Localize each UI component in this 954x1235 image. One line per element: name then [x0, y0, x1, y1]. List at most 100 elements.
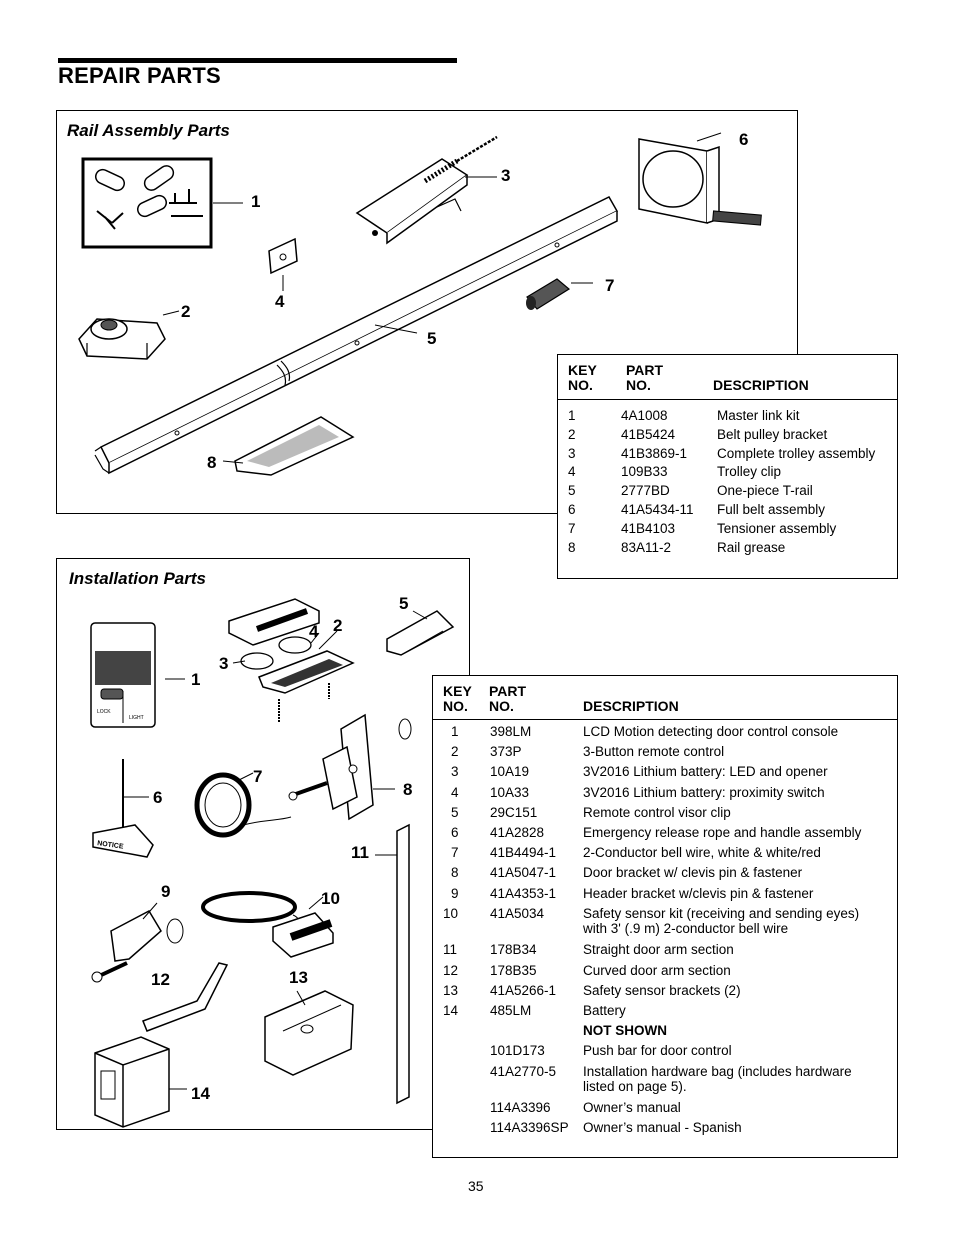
key-no-cell: 7 [568, 520, 576, 536]
description-cell: Push bar for door control [583, 1043, 732, 1059]
not-shown-label: NOT SHOWN [583, 1023, 667, 1039]
rail-callout-4: 4 [275, 292, 285, 311]
install-callout-4: 4 [309, 622, 319, 641]
part-no-cell: 114A3396 [490, 1099, 551, 1115]
rail-table-header-part: PART NO. [626, 362, 664, 393]
key-no-cell: 8 [451, 865, 459, 881]
key-no-cell: 1 [451, 724, 459, 739]
install-callout-3: 3 [219, 654, 228, 673]
key-no-cell: 14 [443, 1002, 459, 1018]
description-cell: Rail grease [717, 539, 786, 555]
description-cell: Master link kit [717, 408, 800, 423]
trolley-clip-drawing [268, 237, 298, 291]
table-row: 7 41B4494-1 2-Conductor bell wire, white &… [433, 845, 897, 865]
part-no-cell: 10A33 [490, 784, 530, 800]
install-callout-13: 13 [289, 968, 308, 987]
rail-assembly-title: Rail Assembly Parts [67, 121, 230, 140]
key-no-cell: 13 [443, 982, 459, 998]
description-cell: 3V2016 Lithium battery: proximity switch [583, 784, 825, 800]
part-no-cell: 109B33 [621, 464, 668, 480]
key-no-cell: 6 [451, 825, 459, 840]
console-lock-text: LOCK [97, 709, 111, 715]
table-row: 13 41A5266-1 Safety sensor brackets (2) [433, 983, 897, 1003]
key-no-cell: 3 [568, 445, 576, 461]
install-callout-5: 5 [399, 594, 408, 613]
key-no-cell: 8 [568, 539, 576, 555]
rail-callout-1: 1 [251, 192, 260, 211]
install-callout-9: 9 [161, 882, 170, 901]
part-no-cell: 41A5434-11 [621, 502, 694, 517]
emergency-release-rope-drawing: NOTICE [92, 759, 154, 858]
page-title: REPAIR PARTS [58, 63, 221, 88]
install-callout-1: 1 [191, 670, 200, 689]
key-no-cell: 1 [568, 408, 576, 423]
part-no-cell: 41B3869-1 [621, 445, 688, 461]
part-no-cell: 41A2828 [490, 825, 545, 840]
part-no-cell: 485LM [490, 1002, 532, 1018]
install-table-header-part: PART NO. [489, 683, 527, 714]
description-cell: Door bracket w/ clevis pin & fastener [583, 865, 803, 881]
description-cell: Header bracket w/clevis pin & fastener [583, 885, 814, 901]
rail-callout-2: 2 [181, 302, 190, 321]
key-no-cell: 3 [451, 764, 459, 780]
part-no-cell: 83A11-2 [621, 539, 672, 555]
rail-grease-drawing [222, 416, 355, 476]
description-cell: Safety sensor brackets (2) [583, 982, 741, 998]
description-cell: 2-Conductor bell wire, white & white/red [583, 845, 821, 861]
description-cell-line2: with 3' (.9 m) 2-conductor bell wire [583, 920, 789, 936]
part-no-cell: 2777BD [621, 483, 670, 499]
part-no-cell: 41A4353-1 [490, 885, 557, 901]
description-cell: Trolley clip [717, 464, 782, 480]
part-no-cell: 41B5424 [621, 426, 676, 442]
part-no-cell: 41A5266-1 [490, 982, 557, 998]
key-no-cell: 10 [443, 905, 459, 921]
key-no-cell: 4 [568, 464, 576, 480]
part-no-cell: 41B4103 [621, 520, 676, 536]
description-cell: Straight door arm section [583, 942, 734, 958]
table-row: 14 485LM Battery [433, 1003, 897, 1023]
door-bracket-drawing [288, 713, 412, 821]
description-cell: Installation hardware bag (includes hard… [583, 1063, 852, 1079]
rail-callout-8: 8 [207, 453, 216, 472]
rail-callout-7: 7 [605, 276, 614, 295]
part-no-cell: 178B34 [490, 942, 537, 958]
install-callout-14: 14 [191, 1084, 210, 1103]
key-no-cell: 6 [568, 502, 576, 517]
rail-assembly-figure: 1 2 3 4 5 6 7 8 [78, 130, 762, 476]
description-cell: Tensioner assembly [717, 520, 837, 536]
rail-table-header-key: KEY NO. [568, 362, 597, 393]
full-belt-assembly-drawing [638, 132, 762, 226]
safety-sensor-brackets-drawing [264, 990, 354, 1076]
curved-door-arm-drawing [142, 962, 229, 1032]
part-no-cell: 41A5047-1 [490, 865, 557, 881]
safety-sensor-kit-drawing [201, 891, 334, 958]
description-cell: Battery [583, 1002, 626, 1018]
part-no-cell: 373P [490, 744, 522, 760]
key-no-cell: 5 [451, 804, 459, 820]
description-cell: 3V2016 Lithium battery: LED and opener [583, 764, 828, 780]
part-no-cell: 41B4494-1 [490, 845, 557, 861]
visor-clip-drawing [386, 610, 455, 656]
part-no-cell: 398LM [490, 724, 532, 739]
description-cell: Complete trolley assembly [717, 445, 876, 461]
table-row: 4 109B33 Trolley clip [558, 464, 897, 482]
key-no-cell: 7 [451, 845, 459, 861]
rail-table-header-description: DESCRIPTION [713, 377, 809, 393]
description-cell: Owner’s manual - Spanish [583, 1119, 742, 1135]
header-bracket-drawing [91, 902, 184, 983]
